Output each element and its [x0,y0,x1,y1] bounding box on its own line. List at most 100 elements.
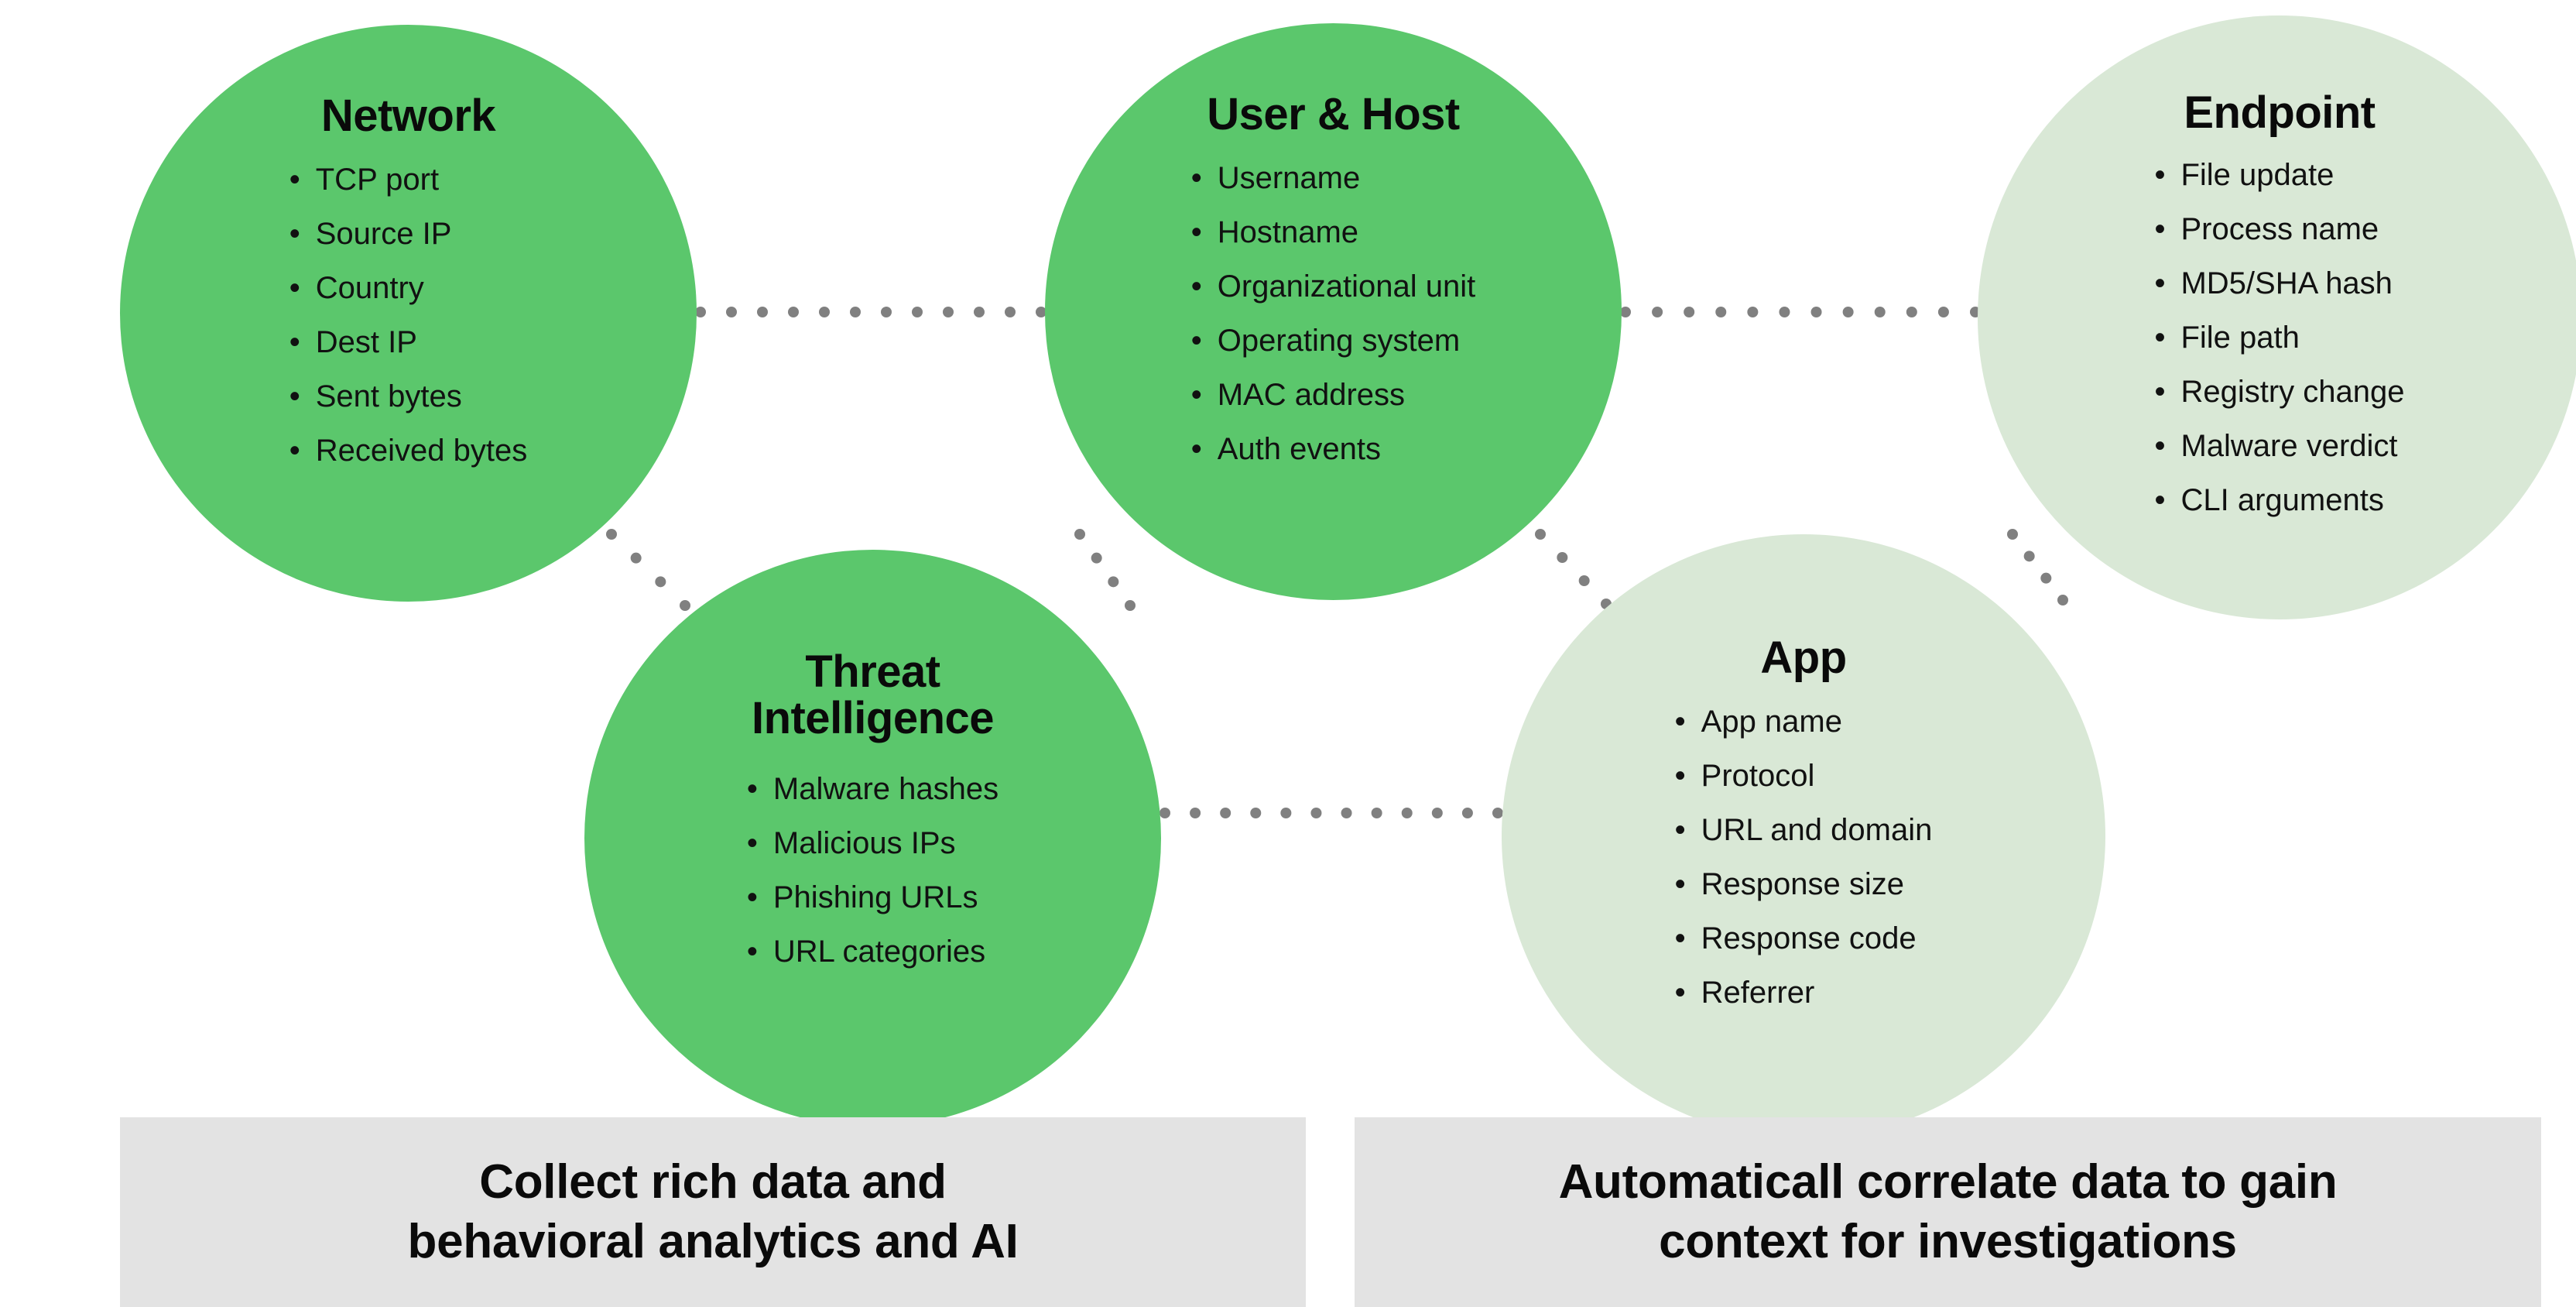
node-network-item: •Source IP [289,218,527,249]
connector-dot [1810,307,1822,317]
connector-dot [819,307,830,317]
node-user-host-item: •Operating system [1191,325,1476,356]
node-endpoint-item-label: CLI arguments [2180,483,2384,518]
node-endpoint-item: •File path [2154,322,2404,353]
bullet-icon: • [289,379,300,414]
connector-dot [1779,307,1790,317]
bullet-icon: • [1190,269,1202,304]
node-app-item: •Response size [1675,869,1933,900]
connector-dot [1125,600,1136,611]
connector-dot [2007,529,2018,540]
bullet-icon: • [746,880,758,914]
bullet-icon: • [2154,321,2166,355]
connector-dot [757,307,768,317]
caption-bar-correlate: Automaticall correlate data to gain cont… [1355,1117,2541,1307]
node-app-item: • URL and domain [1675,815,1933,846]
connector-dot [850,307,861,317]
connector-dot [881,307,892,317]
bullet-icon: • [289,163,300,197]
node-app-item: •App name [1675,706,1933,737]
connector-dot [912,307,923,317]
connector-dot [1091,552,1102,564]
connector-dot [655,576,666,588]
node-network-item-label: Country [315,271,424,306]
connector-dot [1005,307,1016,317]
node-network-item-label: Source IP [315,217,452,252]
bullet-icon: • [2154,158,2166,193]
bullet-icon: • [289,325,300,360]
node-user-host-item-label: Username [1217,161,1361,196]
node-endpoint-item: •Process name [2154,214,2404,245]
node-endpoint-item-label: File update [2180,158,2334,193]
node-network-item-label: Dest IP [315,325,417,360]
node-network[interactable]: Network •TCP port•Source IP•Country•Dest… [120,25,697,602]
node-app-item: •Referrer [1675,977,1933,1008]
node-network-item: •Received bytes [289,435,527,466]
node-app-item: •Response code [1675,923,1933,954]
node-threat-intelligence-list: • Malware hashes •Malicious IPs • Phishing U… [747,774,999,967]
node-app-item-label: URL and domain [1701,813,1933,848]
connector-dot [1842,307,1854,317]
connector-dot [1715,307,1727,317]
node-app-item-label: Response code [1701,921,1917,956]
connector-dot [1747,307,1759,317]
node-threat-intel-item-label: Phishing URLs [772,880,978,914]
node-endpoint-item: •Malware verdict [2154,431,2404,461]
connector-dot [606,529,617,540]
connector-dot [788,307,799,317]
connector-dot [1906,307,1917,317]
connector-dot [726,307,737,317]
connector-dot [1431,808,1443,818]
connector-dot [1557,552,1568,563]
caption-left-text: Collect rich data and behavioral analyti… [407,1155,1019,1268]
bullet-icon: • [1190,161,1202,196]
node-endpoint-item-label: Malware verdict [2180,429,2398,464]
node-threat-intelligence[interactable]: Threat Intelligence • Malware hashes •Mali… [584,550,1161,1127]
connector-dot [2057,595,2068,605]
connector-dot [695,307,706,317]
connector-dot [1937,307,1949,317]
connector-dot [1220,808,1231,818]
node-user-host[interactable]: User & Host •Username•Hostname•Organizat… [1045,23,1622,600]
bullet-icon: • [1190,432,1202,467]
bullet-icon: • [1674,705,1686,739]
bullet-icon: • [2154,266,2166,301]
node-endpoint-title: Endpoint [2184,87,2376,138]
node-network-item-label: TCP port [315,163,440,197]
node-network-item-label: Sent bytes [315,379,462,414]
node-threat-intel-item: • Phishing URLs [747,882,999,913]
connector-dot [974,307,985,317]
connector-dot [2023,551,2035,562]
connector-dot [2040,572,2052,584]
node-threat-intel-item-label: URL categories [772,934,986,969]
connector-dot [1535,529,1546,540]
caption-right-text: Automaticall correlate data to gain cont… [1558,1155,2338,1268]
node-threat-intel-item: •Malicious IPs [747,828,999,859]
connector-dot [1108,576,1119,588]
bullet-icon: • [2154,483,2166,518]
node-app-item: •Protocol [1675,760,1933,791]
node-app-item-label: Response size [1701,867,1905,902]
node-threat-intelligence-title: Threat Intelligence [751,647,995,744]
node-user-host-item: •MAC address [1191,379,1476,410]
node-user-host-item-label: Operating system [1217,324,1461,358]
node-user-host-item: •Hostname [1191,217,1476,248]
bullet-icon: • [1674,813,1686,848]
node-user-host-list: •Username•Hostname•Organizational unit•O… [1191,163,1476,465]
node-endpoint[interactable]: Endpoint •File update•Process name•MD5/S… [1978,15,2576,619]
caption-bar-collect: Collect rich data and behavioral analyti… [120,1117,1306,1307]
node-threat-intel-item-label: Malicious IPs [772,825,956,860]
node-app[interactable]: App •App name•Protocol•URL and domain•Re… [1502,534,2105,1138]
connector-dot [630,552,642,564]
connector-dot [1461,808,1473,818]
node-user-host-title: User & Host [1207,89,1460,139]
node-endpoint-item: • CLI arguments [2154,485,2404,516]
connector-dot [1280,808,1292,818]
node-network-item: • Sent bytes [289,381,527,412]
node-endpoint-item: • File update [2154,160,2404,190]
node-threat-intel-item-label: Malware hashes [772,771,999,806]
node-endpoint-item-label: Registry change [2180,375,2405,410]
node-user-host-item-label: Hostname [1217,215,1359,250]
bullet-icon: • [289,271,300,306]
